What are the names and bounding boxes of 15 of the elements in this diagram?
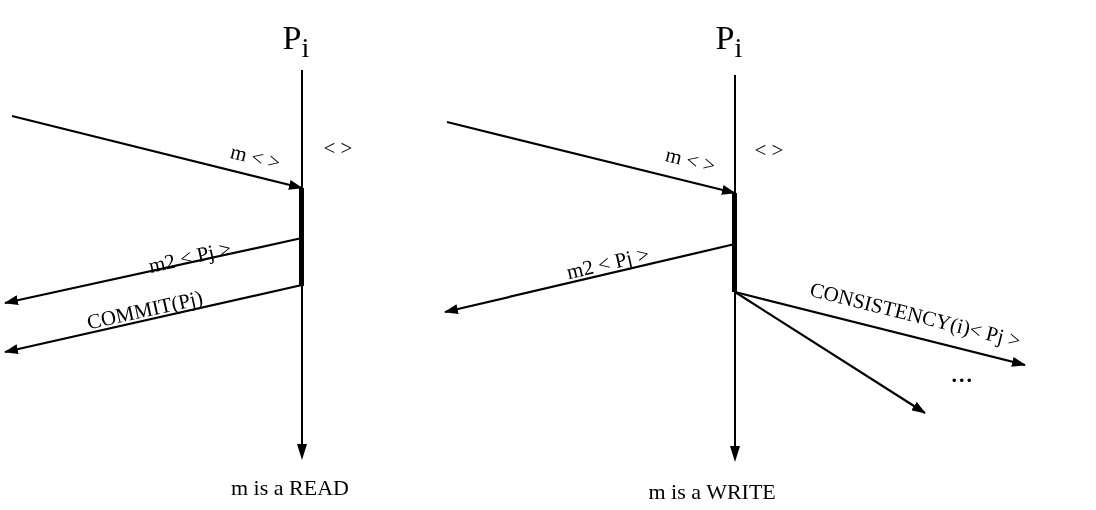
ellipsis-label: ...: [950, 357, 973, 387]
timestamp-label: < >: [754, 139, 784, 161]
process-name: P$_{i}$: [715, 21, 743, 63]
message-arrow: [734, 290, 1026, 367]
message-arrow: [446, 120, 736, 195]
message-arrow: [11, 114, 303, 190]
message-arrow: [4, 283, 303, 354]
process-caption: m is a WRITE: [648, 481, 776, 503]
timestamp-label: < >: [323, 137, 353, 159]
process-caption: m is a READ: [231, 477, 349, 499]
message-label: m < >: [227, 140, 282, 174]
message-arrow: [734, 291, 926, 414]
message-label: m < >: [662, 143, 717, 177]
process-name: P$_{i}$: [282, 21, 310, 63]
message-label: m2 < Pj >: [564, 243, 652, 283]
